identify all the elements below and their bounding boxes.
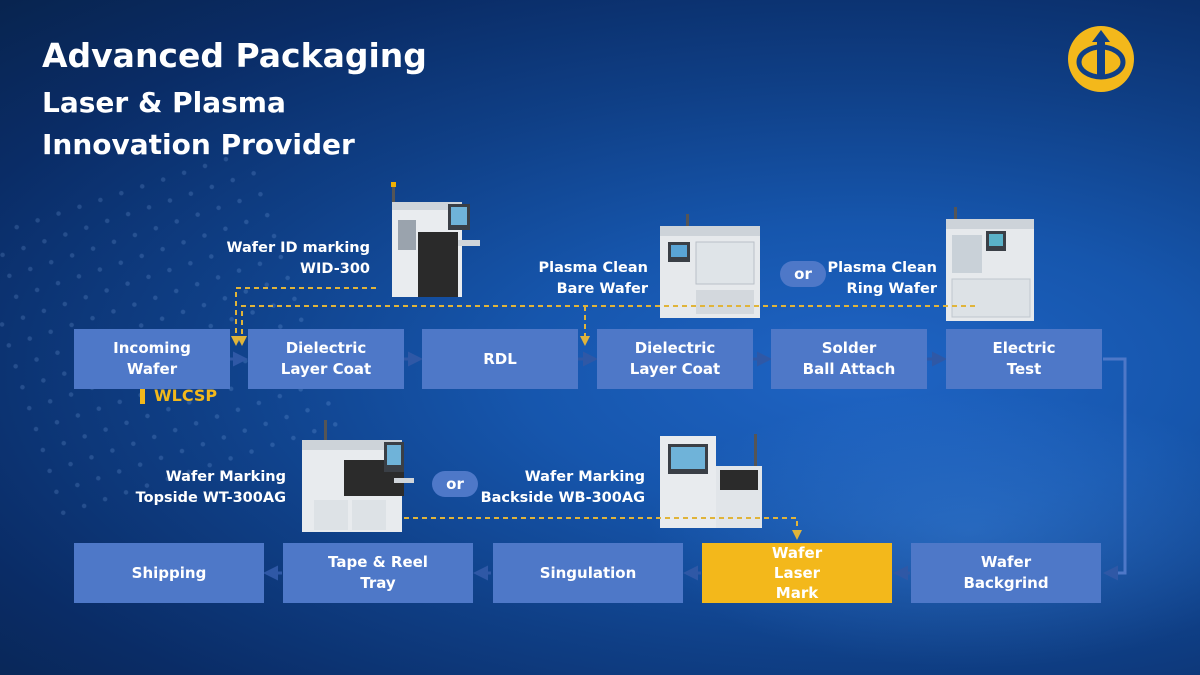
machine-label-line: Ring Wafer xyxy=(846,281,937,297)
wid-machine-icon xyxy=(391,182,480,297)
step-rdl: RDL xyxy=(422,329,578,389)
topside-label: Wafer Marking Topside WT-300AG xyxy=(136,467,286,509)
step-label: Dielectric xyxy=(634,339,716,357)
topside-machine-icon xyxy=(302,420,414,532)
step-label: Mark xyxy=(775,584,819,602)
step-label: Wafer xyxy=(126,360,178,378)
machine-label-line: Wafer ID marking xyxy=(226,240,370,256)
dashed-connector xyxy=(231,287,376,346)
title-line-2: Laser & Plasma xyxy=(42,86,286,119)
machine-label-line: Bare Wafer xyxy=(556,281,648,297)
machine-label-line: Plasma Clean xyxy=(538,260,648,276)
step-singulation: Singulation xyxy=(493,543,683,603)
step-label: Backgrind xyxy=(963,574,1049,592)
step-label: Wafer xyxy=(980,553,1032,571)
step-label: Dielectric xyxy=(285,339,367,357)
step-label: RDL xyxy=(483,349,517,368)
title-line-3: Innovation Provider xyxy=(42,128,355,161)
machine-label-line: Wafer Marking xyxy=(524,469,645,485)
or-badge: or xyxy=(432,471,478,497)
plasma-bare-label: Plasma Clean Bare Wafer xyxy=(538,258,648,300)
backside-label: Wafer Marking Backside WB-300AG xyxy=(481,467,645,509)
machine-label-line: WID-300 xyxy=(300,261,370,277)
company-logo-icon xyxy=(1068,26,1134,92)
step-label: Shipping xyxy=(131,563,207,582)
step-label: Laser xyxy=(773,564,821,582)
step-label: Singulation xyxy=(539,563,637,582)
machine-label-line: Topside WT-300AG xyxy=(135,490,286,506)
step-label: Tape & Reel xyxy=(328,553,428,571)
step-label: Electric xyxy=(992,339,1056,357)
plasma-ring-label: Plasma Clean Ring Wafer xyxy=(827,258,937,300)
step-label: Wafer xyxy=(771,544,823,562)
tag-marker xyxy=(140,389,145,404)
step-label: Ball Attach xyxy=(802,360,896,378)
machine-label-line: Plasma Clean xyxy=(827,260,937,276)
step-label: Solder xyxy=(821,339,877,357)
step-label: Test xyxy=(1006,360,1042,378)
plasma-bare-machine-icon xyxy=(660,214,760,318)
step-label: Layer Coat xyxy=(629,360,721,378)
title-line-1: Advanced Packaging xyxy=(42,36,427,75)
machine-label-line: Wafer Marking xyxy=(165,469,286,485)
section-tag-label: WLCSP xyxy=(154,386,218,405)
step-shipping: Shipping xyxy=(74,543,264,603)
return-connector xyxy=(1103,357,1127,581)
dashed-connector xyxy=(237,305,975,346)
machine-label-line: Backside WB-300AG xyxy=(480,490,645,506)
wid-machine-label: Wafer ID marking WID-300 xyxy=(227,238,370,280)
plasma-ring-machine-icon xyxy=(946,207,1034,321)
step-label: Layer Coat xyxy=(280,360,372,378)
or-badge: or xyxy=(780,261,826,287)
step-label: Tray xyxy=(360,574,396,592)
step-label: Incoming xyxy=(113,339,191,357)
dashed-connector xyxy=(404,517,802,540)
